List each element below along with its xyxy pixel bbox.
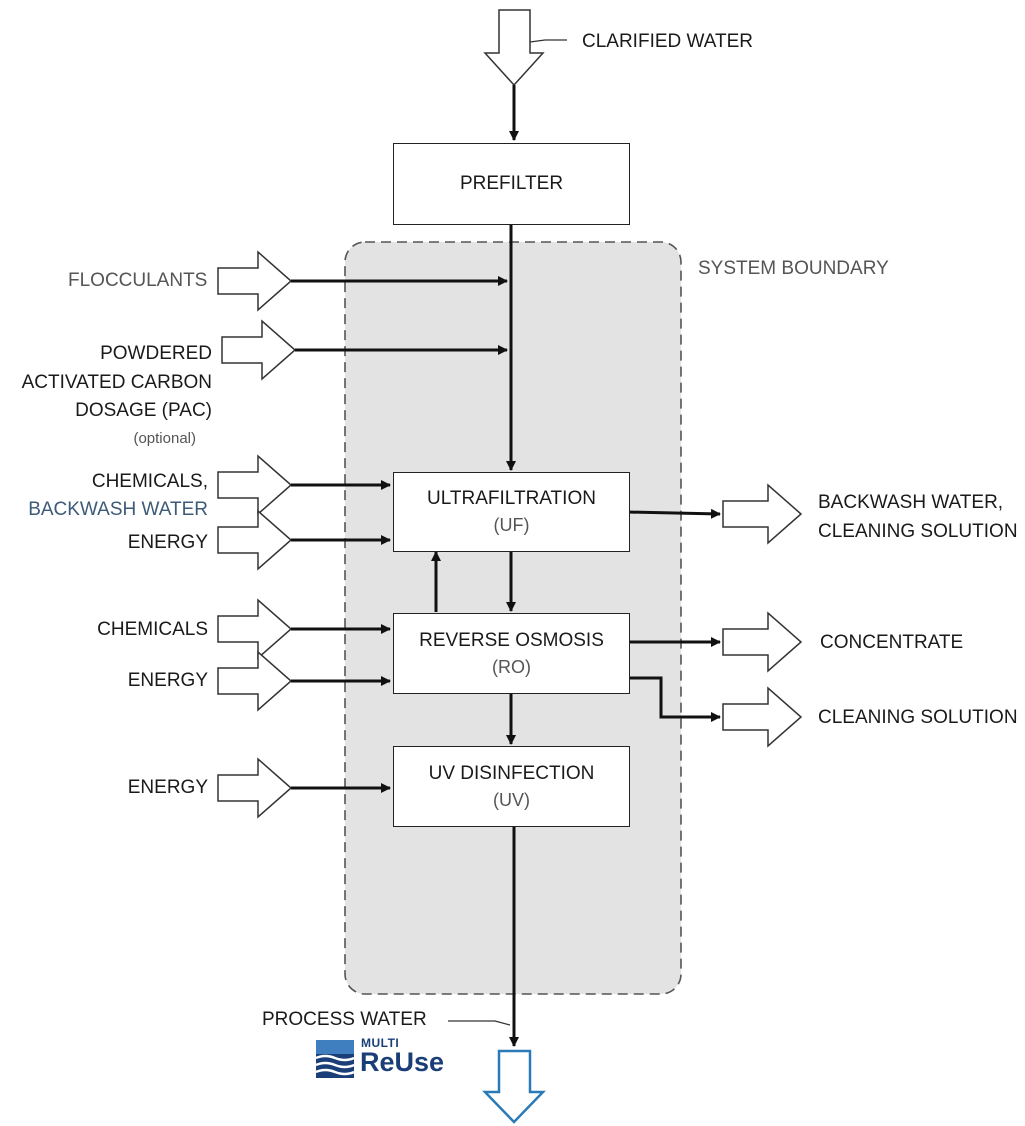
uv-disinfection-box: UV DISINFECTION (UV) xyxy=(393,746,630,827)
pac-line-3: DOSAGE (PAC) xyxy=(75,400,212,421)
ro-abbr: (RO) xyxy=(492,656,531,677)
uf-energy-arrow xyxy=(217,509,293,571)
logo-multi-text: MULTI xyxy=(361,1036,400,1050)
process-water-label: PROCESS WATER xyxy=(262,1009,427,1030)
clarified-water-arrow xyxy=(483,9,545,87)
ro-chemicals-label: CHEMICALS xyxy=(97,619,208,640)
multireuse-logo: MULTI ReUse xyxy=(316,1036,451,1082)
uf-name: ULTRAFILTRATION xyxy=(427,488,596,509)
process-water-arrow xyxy=(482,1049,546,1124)
uv-abbr: (UV) xyxy=(493,789,530,810)
uf-abbr: (UF) xyxy=(493,515,530,535)
logo-reuse-text: ReUse xyxy=(360,1047,445,1077)
process-water-leader xyxy=(448,1020,511,1026)
ro-energy-arrow xyxy=(217,650,293,712)
ultrafiltration-box: ULTRAFILTRATION (UF) xyxy=(393,472,630,552)
clarified-water-leader xyxy=(529,39,567,43)
pac-optional-note: (optional) xyxy=(133,430,196,447)
cleaning-solution-arrow xyxy=(722,686,803,748)
uv-energy-arrow xyxy=(217,757,293,819)
uf-backwash-water-label: BACKWASH WATER xyxy=(28,499,208,520)
ro-name: REVERSE OSMOSIS xyxy=(419,629,604,651)
prefilter-label: PREFILTER xyxy=(459,173,564,194)
flow-uf-output xyxy=(626,508,721,519)
uv-energy-label: ENERGY xyxy=(127,777,208,798)
clarified-water-label: CLARIFIED WATER xyxy=(582,31,754,52)
uf-output-line-2: CLEANING SOLUTION xyxy=(818,521,1018,542)
flow-cleaning-solution xyxy=(627,676,721,722)
uf-output-line-1: BACKWASH WATER, xyxy=(818,492,1004,513)
flocculants-arrow xyxy=(217,250,293,312)
cleaning-solution-label: CLEANING SOLUTION xyxy=(818,707,1018,728)
prefilter-box: PREFILTER xyxy=(393,143,630,225)
reverse-osmosis-box: REVERSE OSMOSIS (RO) xyxy=(393,613,630,694)
uf-chemicals-label: CHEMICALS, xyxy=(91,471,208,492)
uf-output-arrow xyxy=(722,483,803,545)
ro-energy-label: ENERGY xyxy=(127,670,208,691)
pac-line-2: ACTIVATED CARBON xyxy=(21,372,212,393)
uv-name: UV DISINFECTION xyxy=(428,762,595,784)
uf-energy-label: ENERGY xyxy=(127,532,208,553)
uf-chemicals-arrow xyxy=(217,454,293,516)
concentrate-label: CONCENTRATE xyxy=(820,632,964,653)
concentrate-arrow xyxy=(722,611,803,673)
pac-line-1: POWDERED xyxy=(100,343,212,364)
water-waves-icon xyxy=(316,1040,354,1078)
pac-arrow xyxy=(221,319,297,381)
ro-chemicals-arrow xyxy=(217,598,293,660)
system-boundary-label: SYSTEM BOUNDARY xyxy=(698,258,889,279)
flocculants-label: FLOCCULANTS xyxy=(68,270,208,291)
